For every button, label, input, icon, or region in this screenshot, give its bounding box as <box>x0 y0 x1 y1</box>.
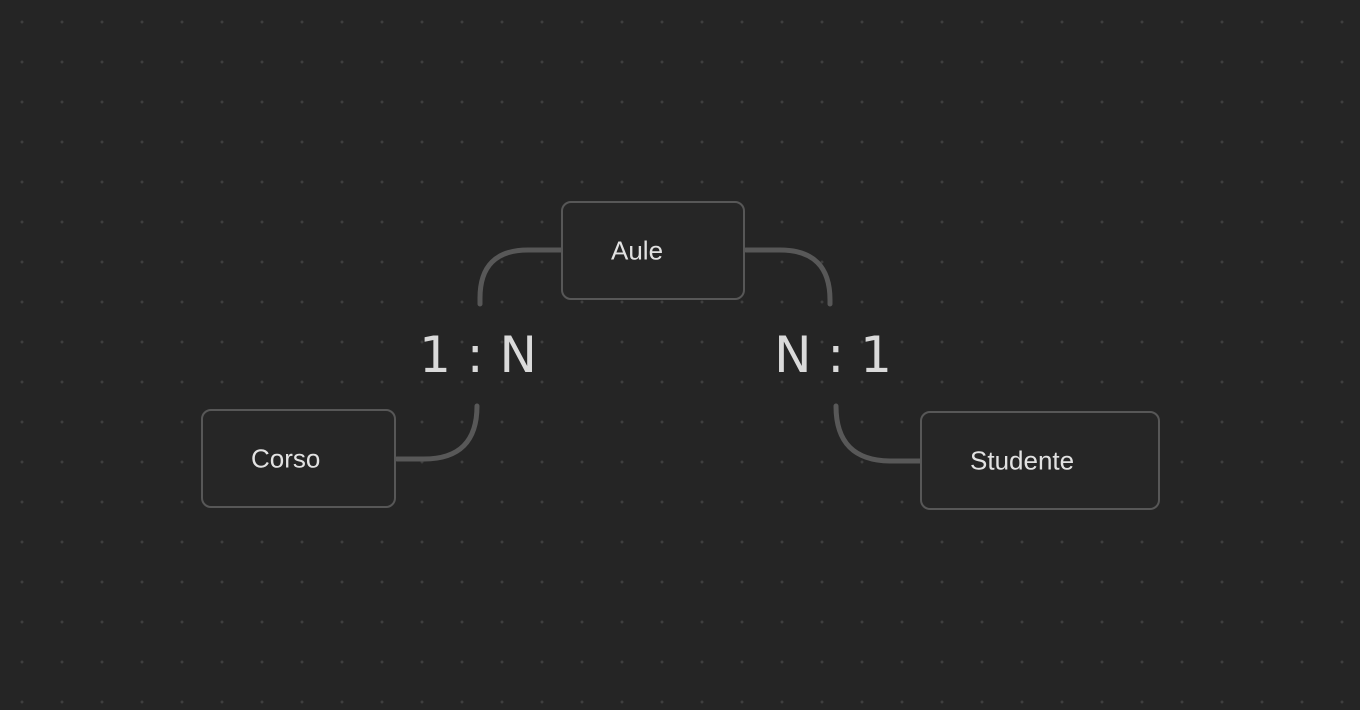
connector-aule-to-left-label <box>477 247 564 307</box>
entity-corso[interactable]: Corso <box>201 409 396 508</box>
entity-aule-label: Aule <box>611 235 664 265</box>
cardinality-aule-studente: N : 1 <box>774 326 892 384</box>
connector-left-label-to-corso <box>394 403 480 462</box>
entity-studente[interactable]: Studente <box>920 411 1160 510</box>
connector-right-label-to-studente <box>833 403 923 464</box>
entity-corso-label: Corso <box>251 443 321 473</box>
entity-studente-label: Studente <box>970 445 1075 475</box>
connector-aule-to-right-label <box>743 247 833 307</box>
entity-aule[interactable]: Aule <box>561 201 745 300</box>
cardinality-corso-aule: 1 : N <box>419 326 537 384</box>
